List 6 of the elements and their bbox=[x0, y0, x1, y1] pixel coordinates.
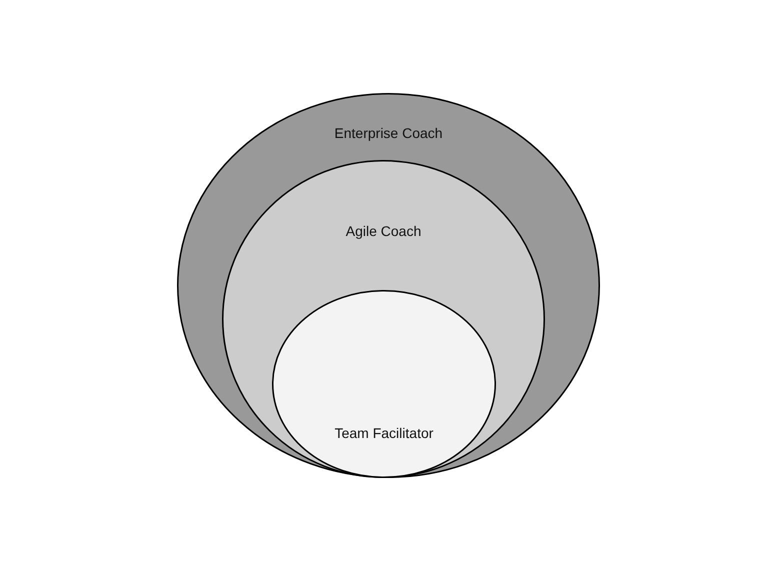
ellipse-label: Team Facilitator bbox=[334, 425, 434, 442]
nested-ellipse bbox=[177, 93, 600, 478]
nested-ellipse bbox=[272, 290, 496, 478]
nested-ellipse bbox=[222, 160, 545, 478]
ellipse-label: Agile Coach bbox=[346, 223, 422, 240]
ellipse-label: Enterprise Coach bbox=[334, 125, 443, 142]
